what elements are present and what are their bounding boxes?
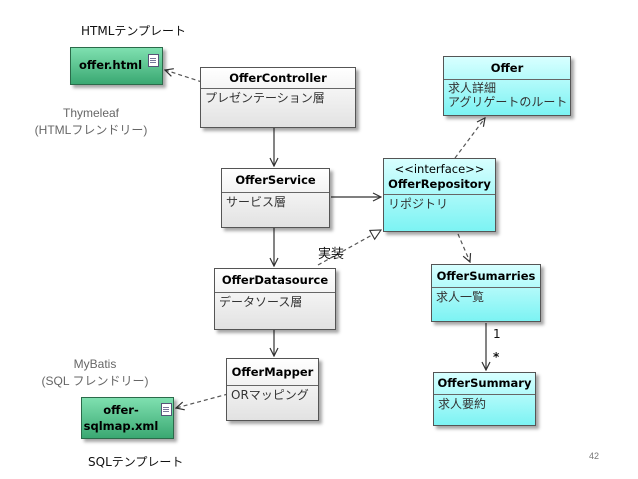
multiplicity-many: * (493, 350, 500, 364)
offer-summary-class[interactable]: OfferSummary 求人要約 (433, 372, 536, 426)
mybatis-note: MyBatis (SQL フレンドリー) (33, 356, 157, 390)
mybatis-title: MyBatis (73, 357, 117, 371)
offer-sqlmap-line1: offer- (103, 403, 139, 417)
offer-name: Offer (444, 57, 570, 80)
offer-repository-name: OfferRepository (388, 177, 491, 191)
offer-desc-line2: アグリゲートのルート (448, 95, 568, 109)
document-icon (161, 403, 172, 416)
offer-repository-header: <<interface>> OfferRepository (384, 159, 495, 195)
sql-template-label: SQLテンプレート (88, 455, 184, 469)
offer-summary-desc: 求人要約 (438, 397, 487, 411)
thymeleaf-title: Thymeleaf (62, 106, 120, 120)
offer-summary-name: OfferSummary (434, 373, 535, 395)
dependency-repository-sumarries (457, 233, 470, 262)
offer-service-desc: サービス層 (226, 195, 287, 209)
offer-repository-interface[interactable]: <<interface>> OfferRepository リポジトリ (383, 158, 496, 232)
offer-datasource-name: OfferDatasource (215, 269, 335, 293)
thymeleaf-note: Thymeleaf (HTMLフレンドリー) (33, 105, 149, 139)
offer-service-name: OfferService (222, 169, 329, 193)
offer-desc: 求人詳細 アグリゲートのルート (444, 80, 570, 111)
offer-class[interactable]: Offer 求人詳細 アグリゲートのルート (443, 56, 571, 116)
offer-sumarries-desc: 求人一覧 (436, 290, 485, 304)
offer-sqlmap-line2: sqlmap.xml (83, 419, 159, 433)
offer-desc-line1: 求人詳細 (448, 81, 497, 95)
document-icon (148, 54, 159, 67)
offer-repository-desc: リポジトリ (388, 197, 449, 211)
offer-mapper-class[interactable]: OfferMapper ORマッピング (226, 358, 319, 421)
realization-datasource-repository (317, 230, 381, 266)
dependency-repository-offer (454, 118, 485, 159)
multiplicity-one: 1 (493, 327, 501, 341)
dependency-controller-html (165, 70, 203, 83)
offer-mapper-desc: ORマッピング (231, 388, 309, 402)
offer-controller-desc: プレゼンテーション層 (205, 91, 325, 105)
thymeleaf-subtitle: (HTMLフレンドリー) (34, 123, 148, 137)
mybatis-subtitle: (SQL フレンドリー) (41, 374, 149, 388)
offer-sqlmap-file[interactable]: offer- sqlmap.xml (81, 397, 174, 439)
offer-sumarries-name: OfferSumarries (432, 265, 540, 288)
offer-html-file[interactable]: offer.html (70, 47, 163, 85)
offer-repository-stereotype: <<interface>> (394, 162, 485, 176)
dependency-mapper-sqlmap (176, 393, 229, 408)
implements-label: 実装 (318, 247, 345, 262)
offer-service-class[interactable]: OfferService サービス層 (221, 168, 330, 228)
offer-datasource-class[interactable]: OfferDatasource データソース層 (214, 268, 336, 330)
page-number: 42 (589, 451, 600, 461)
offer-controller-name: OfferController (201, 68, 355, 89)
offer-sumarries-class[interactable]: OfferSumarries 求人一覧 (431, 264, 541, 322)
offer-html-filename: offer.html (79, 58, 143, 72)
offer-sqlmap-filename: offer- sqlmap.xml (82, 402, 160, 434)
offer-mapper-name: OfferMapper (227, 359, 318, 386)
offer-datasource-desc: データソース層 (219, 295, 303, 309)
html-template-label: HTMLテンプレート (81, 24, 187, 38)
offer-controller-class[interactable]: OfferController プレゼンテーション層 (200, 67, 356, 128)
